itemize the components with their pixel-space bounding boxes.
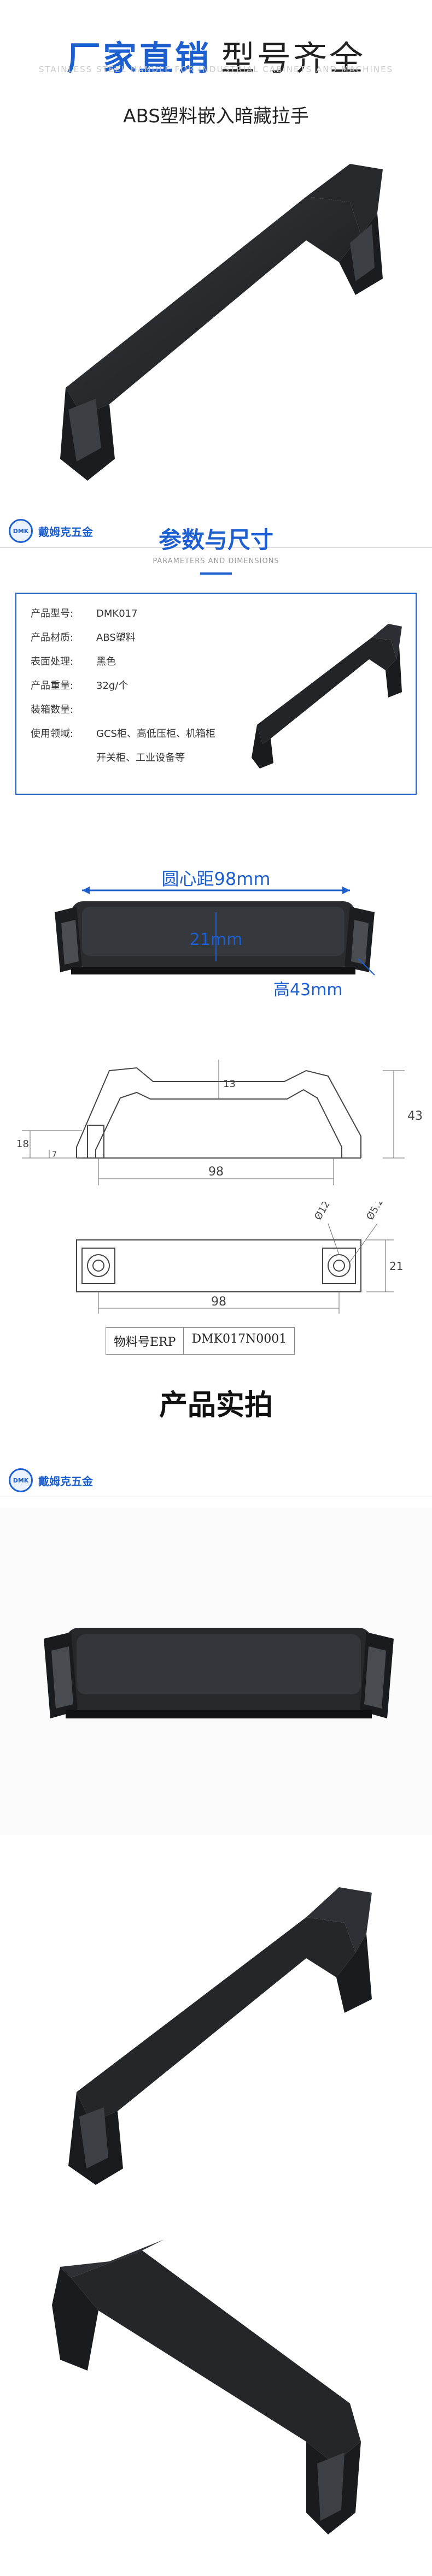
photos-title: 产品实拍 xyxy=(159,1389,273,1422)
erp-table: 物料号ERP DMK017N0001 xyxy=(106,1327,295,1355)
hero-title-highlight: 厂家直销 xyxy=(66,38,211,78)
divider xyxy=(0,547,432,548)
dim-height: 高43mm xyxy=(273,980,343,1000)
spec-product-image xyxy=(252,624,402,769)
spec-row: 开关柜、工业设备等 xyxy=(96,752,185,764)
brand-logo: DMK xyxy=(9,1468,33,1492)
dim-13: 13 xyxy=(223,1078,236,1090)
photo-angle-1 xyxy=(0,1835,432,2207)
photo-front xyxy=(0,1508,432,1835)
hero-subtitle-en: STAINLESS STEEL HANDLE FOR INDUSTRIAL CA… xyxy=(38,64,394,74)
spec-row: 装箱数量: xyxy=(31,704,74,716)
dim-7: 7 xyxy=(52,1150,57,1159)
spec-row: 产品重量:32g/个 xyxy=(31,680,129,692)
hero-title-rest: 型号齐全 xyxy=(221,38,366,78)
dim-width: 21mm xyxy=(190,930,243,949)
erp-label: 物料号ERP xyxy=(114,1336,176,1349)
top-view-drawing: Ø12 Ø5.2 21 98 xyxy=(76,1202,403,1314)
dim-98-side: 98 xyxy=(208,1165,224,1179)
photo-angle-2 xyxy=(0,2207,432,2576)
hero-product-image xyxy=(60,164,383,481)
side-view-drawing: 13 43 18 7 98 xyxy=(16,1060,423,1185)
dim-98-top: 98 xyxy=(211,1295,226,1309)
hero-title: 厂家直销型号齐全 xyxy=(0,31,432,78)
dim-center-distance: 圆心距98mm xyxy=(161,868,270,889)
erp-value: DMK017N0001 xyxy=(183,1328,294,1354)
params-title: 参数与尺寸 xyxy=(158,527,273,553)
spec-row: 产品材质:ABS塑料 xyxy=(31,632,136,643)
brand-name: 戴姆克五金 xyxy=(38,525,93,539)
spec-row: 使用领域:GCS柜、高低压柜、机箱柜 xyxy=(31,728,215,740)
spec-row: 产品型号:DMK017 xyxy=(31,608,138,619)
spec-row: 表面处理:黑色 xyxy=(31,656,116,667)
hero-subtitle: ABS塑料嵌入暗藏拉手 xyxy=(123,105,309,127)
dim-43: 43 xyxy=(407,1109,423,1123)
brand-block: DMK 戴姆克五金 xyxy=(9,519,93,543)
brand-block-2: DMK 戴姆克五金 xyxy=(9,1468,93,1492)
brand-name: 戴姆克五金 xyxy=(38,1474,93,1488)
dim-phi12: Ø12 xyxy=(312,1202,332,1222)
params-title-en: PARAMETERS AND DIMENSIONS xyxy=(153,557,279,565)
dim-phi52: Ø5.2 xyxy=(364,1202,386,1222)
dim-21: 21 xyxy=(389,1260,403,1273)
brand-logo: DMK xyxy=(9,519,33,543)
dim-18: 18 xyxy=(16,1138,29,1150)
dimension-photo: 圆心距98mm 21mm 高43mm xyxy=(55,868,375,1000)
spec-box: 产品型号:DMK017 产品材质:ABS塑料 表面处理:黑色 产品重量:32g/… xyxy=(15,593,417,795)
params-title-underline xyxy=(200,572,232,575)
